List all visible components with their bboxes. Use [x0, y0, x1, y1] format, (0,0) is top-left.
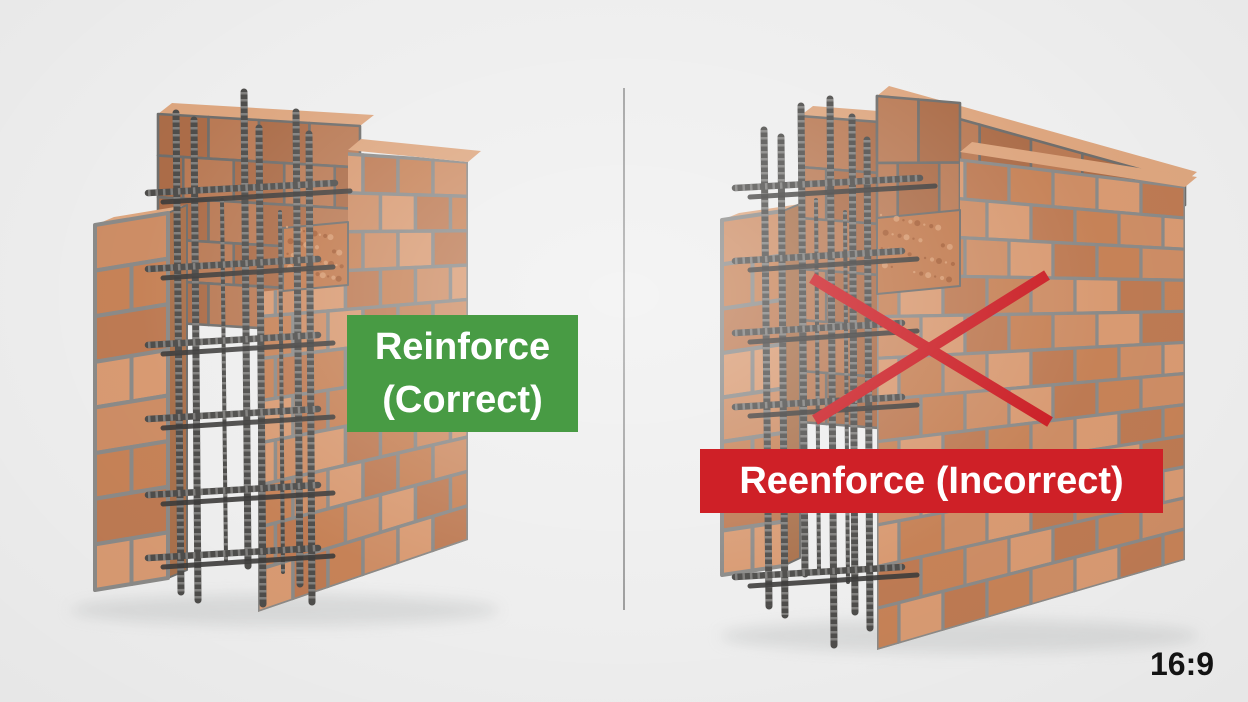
incorrect-label: Reenforce (Incorrect)	[700, 449, 1163, 513]
right-wall-illustration	[720, 86, 1200, 653]
correct-label-line1: Reinforce	[374, 325, 551, 368]
correct-label: Reinforce (Correct)	[347, 315, 578, 432]
left-rebar-cage	[144, 88, 353, 608]
right-ground-shadow	[720, 619, 1200, 653]
panel-divider	[623, 88, 625, 610]
cross-mark	[809, 270, 1053, 427]
aspect-ratio-label: 16:9	[1150, 646, 1215, 682]
correct-label-line2: (Correct)	[382, 378, 543, 421]
left-pilaster-column	[93, 204, 188, 592]
right-main-brick-wall	[876, 142, 1197, 650]
incorrect-label-text: Reenforce (Incorrect)	[739, 460, 1124, 502]
left-ground-shadow	[70, 594, 500, 626]
